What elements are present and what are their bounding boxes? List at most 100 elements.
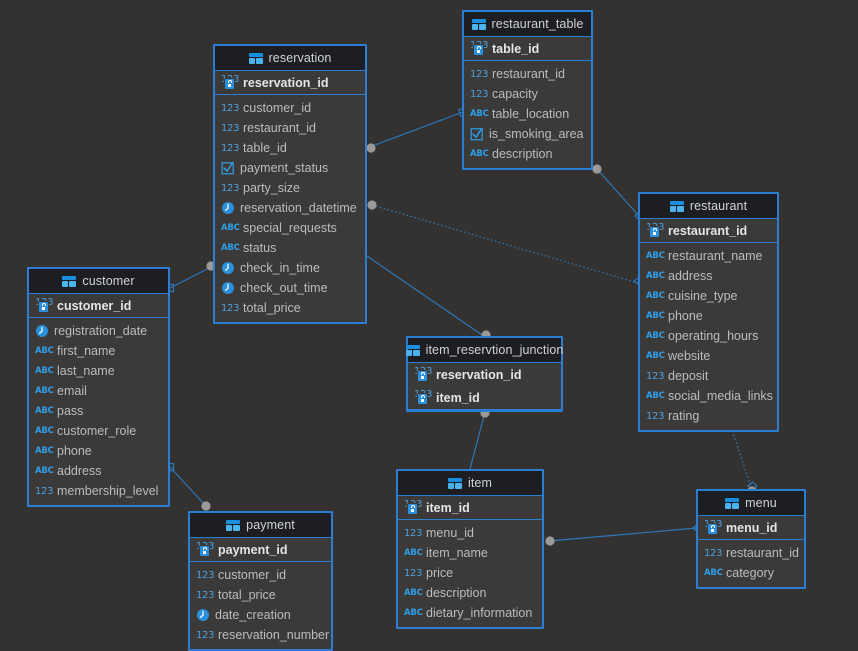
column-label: check_out_time: [240, 281, 328, 295]
column-label: party_size: [243, 181, 300, 195]
number-icon: 123: [221, 122, 240, 134]
primary-key-icon: 123: [196, 541, 214, 557]
entity-restaurant_table[interactable]: restaurant_table123table_id 123restaurant…: [462, 10, 593, 170]
text-icon: ABC: [35, 385, 54, 396]
column-registration_date[interactable]: registration_date: [29, 321, 168, 341]
column-label: phone: [668, 309, 703, 323]
column-reservation_datetime[interactable]: reservation_datetime: [215, 198, 365, 218]
entity-header-customer[interactable]: customer: [29, 269, 168, 294]
number-icon: 123: [221, 142, 240, 154]
text-icon: ABC: [35, 405, 54, 416]
column-label: description: [492, 147, 553, 161]
entity-item_reservtion_junction[interactable]: item_reservtion_junction 123reservation_i…: [405, 336, 564, 412]
column-check_out_time[interactable]: check_out_time: [215, 278, 365, 298]
entity-item[interactable]: item123item_id 123menu_idABCitem_name123p…: [396, 469, 544, 629]
column-item_id[interactable]: 123item_id: [408, 386, 561, 409]
entity-reservation[interactable]: reservation123reservation_id123customer_…: [213, 44, 367, 324]
entity-header-item_reservtion_junction[interactable]: item_reservtion_junction: [405, 338, 564, 363]
column-payment_status[interactable]: payment_status: [215, 158, 365, 178]
entity-header-item[interactable]: item: [398, 471, 542, 496]
entity-header-restaurant[interactable]: restaurant: [640, 194, 777, 219]
column-label: item_name: [426, 546, 488, 560]
column-label: restaurant_name: [668, 249, 763, 263]
entity-header-menu[interactable]: menu: [698, 491, 804, 516]
entity-header-reservation[interactable]: reservation: [215, 46, 365, 71]
entity-header-payment[interactable]: payment: [190, 513, 331, 538]
entity-restaurant[interactable]: restaurant123restaurant_idABCrestaurant_…: [638, 192, 779, 432]
clock-icon: [221, 261, 235, 275]
column-label: email: [57, 384, 87, 398]
column-payment_id[interactable]: 123 payment_id: [190, 538, 331, 561]
entity-title: item_reservtion_junction: [425, 343, 564, 357]
number-icon: 123: [646, 410, 665, 422]
entity-customer[interactable]: customer123customer_idregistration_dateA…: [27, 267, 170, 507]
clock-icon: [35, 324, 49, 338]
column-label: payment_id: [218, 542, 288, 557]
number-icon: 123: [704, 547, 723, 559]
column-label: item_id: [426, 500, 470, 515]
connector-reservation-junction: [366, 255, 486, 338]
column-label: customer_id: [243, 101, 312, 115]
primary-key-section: 123item_id: [398, 496, 542, 520]
column-label: capacity: [492, 87, 538, 101]
column-label: address: [668, 269, 713, 283]
column-label: date_creation: [215, 608, 291, 622]
column-is_smoking_area[interactable]: is_smoking_area: [464, 124, 591, 144]
entity-payment[interactable]: payment 123 payment_id 123customer_id123tot…: [188, 511, 333, 651]
column-label: check_in_time: [240, 261, 320, 275]
entity-header-restaurant_table[interactable]: restaurant_table: [464, 12, 591, 37]
column-label: reservation_id: [243, 75, 329, 90]
column-check_in_time[interactable]: check_in_time: [215, 258, 365, 278]
column-date_creation[interactable]: date_creation: [190, 605, 331, 625]
column-item_id[interactable]: 123item_id: [398, 496, 542, 519]
entity-menu[interactable]: menu123menu_id123restaurant_idABCcategor…: [696, 489, 806, 589]
